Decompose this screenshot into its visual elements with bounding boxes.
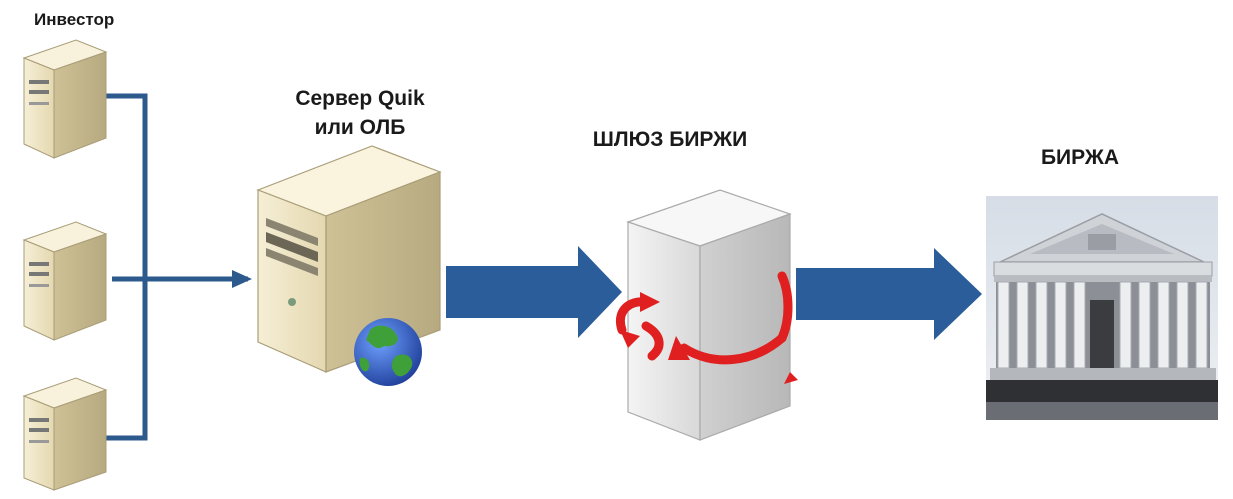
investor-computer-icon [22,221,108,341]
investor-computer-icon [22,377,108,491]
exchange-building-icon [986,196,1218,420]
globe-icon [354,318,422,386]
server-icon [256,145,442,373]
server-label: Сервер Quik или ОЛБ [255,84,465,142]
arrow-gateway-to-exchange [796,248,982,340]
gateway-box-icon [626,189,792,441]
connector-arrowhead [232,270,252,288]
rotation-arrowheads [620,292,798,384]
server-label-line2: или ОЛБ [314,116,406,139]
gateway-label: ШЛЮЗ БИРЖИ [592,128,748,151]
investor-label: Инвестор [34,10,115,29]
exchange-label: БИРЖА [1040,146,1120,169]
investor-computer-icon [22,39,108,159]
server-label-line1: Сервер Quik [295,87,425,110]
arrow-server-to-gateway [446,246,622,338]
